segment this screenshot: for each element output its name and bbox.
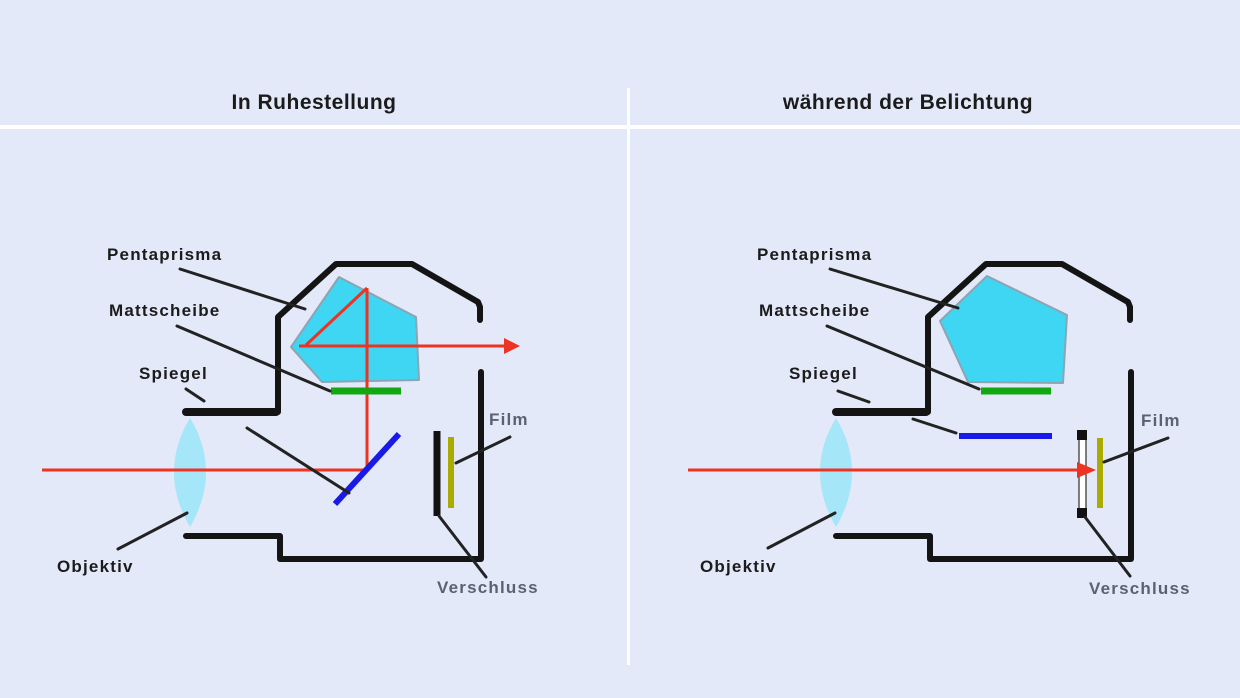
label-spiegel: Spiegel [139, 364, 208, 383]
pointer-verschluss [1083, 515, 1132, 578]
camera-body-bottom-outline [183, 369, 484, 562]
label-spiegel: Spiegel [789, 364, 858, 383]
pointer-objektiv [766, 511, 837, 550]
panel-divider [627, 88, 630, 665]
label-pentaprisma: Pentaprisma [757, 245, 873, 264]
shutter-curtain-bottom [1077, 508, 1087, 518]
label-film: Film [489, 410, 529, 429]
pointer-spiegel [911, 417, 958, 435]
pointer-objektiv [116, 511, 189, 551]
camera-body-top-outline [275, 261, 483, 415]
pointer-pentaprisma [178, 267, 307, 311]
panel-title-exposure: während der Belichtung [782, 91, 1034, 114]
pointer-film [454, 435, 512, 465]
label-verschluss: Verschluss [1089, 579, 1191, 598]
light-ray-arrowhead [1077, 462, 1096, 478]
pointer-spiegel-stub [184, 387, 206, 403]
label-mattscheibe: Mattscheibe [759, 301, 871, 320]
label-objektiv: Objektiv [57, 557, 134, 576]
pointer-spiegel-stub [836, 389, 871, 404]
header-rule [0, 125, 1240, 129]
pentaprism-shape [290, 276, 420, 383]
pentaprism-shape [939, 275, 1068, 384]
camera-body-bottom-outline [833, 369, 1134, 562]
label-film: Film [1141, 411, 1181, 430]
camera-during-exposure [688, 261, 1170, 578]
pointer-mattscheibe [175, 324, 332, 393]
light-ray-arrowhead [504, 338, 520, 354]
shutter-curtain-top [1077, 430, 1087, 440]
light-ray-prism-bounce [304, 286, 369, 347]
pointer-verschluss [437, 514, 488, 579]
objective-lens-shape [820, 418, 852, 527]
label-verschluss: Verschluss [437, 578, 539, 597]
label-mattscheibe: Mattscheibe [109, 301, 221, 320]
pointer-film [1102, 436, 1170, 464]
label-objektiv: Objektiv [700, 557, 777, 576]
label-pentaprisma: Pentaprisma [107, 245, 223, 264]
pointer-pentaprisma [828, 267, 960, 310]
objective-lens-shape [174, 418, 206, 527]
camera-body-top-outline [925, 261, 1133, 415]
panel-title-rest: In Ruhestellung [231, 91, 397, 114]
camera-at-rest [42, 261, 520, 579]
pointer-mattscheibe [825, 324, 981, 391]
pointer-spiegel [245, 426, 351, 495]
